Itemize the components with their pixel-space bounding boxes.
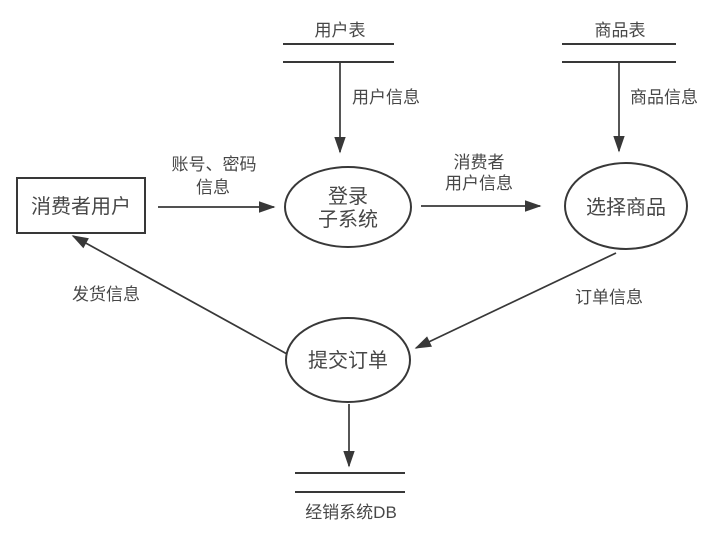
select-product-ellipse — [564, 162, 688, 250]
select-product-label: 选择商品 — [586, 196, 666, 219]
flow-user-info: 用户信息 — [340, 63, 420, 152]
flow-consumer-user-info: 消费者 用户信息 — [421, 153, 540, 206]
login-subsystem-label-line2: 子系统 — [318, 208, 378, 231]
flow-account-password-label-line1: 账号、密码 — [172, 155, 257, 174]
data-store-product-table: 商品表 — [562, 21, 676, 63]
process-submit-order: 提交订单 — [285, 317, 411, 403]
data-store-user-table: 用户表 — [283, 21, 394, 63]
user-table-label: 用户表 — [315, 21, 366, 40]
submit-order-label: 提交订单 — [308, 349, 388, 372]
login-subsystem-ellipse — [284, 166, 412, 248]
consumer-user-label: 消费者用户 — [31, 195, 131, 218]
flow-shipping-info-arrow — [73, 235, 288, 355]
flow-account-password: 账号、密码 信息 — [158, 155, 274, 207]
flow-shipping-info: 发货信息 — [72, 235, 288, 355]
flow-order-info: 订单信息 — [416, 252, 643, 349]
process-select-product: 选择商品 — [564, 162, 688, 250]
data-store-system-db: 经销系统DB — [295, 472, 405, 522]
external-entity-consumer-user: 消费者用户 — [16, 177, 146, 234]
system-db-label: 经销系统DB — [305, 503, 397, 522]
process-login-subsystem: 登录 子系统 — [284, 166, 412, 248]
flow-order-info-label: 订单信息 — [575, 288, 643, 307]
consumer-user-rect — [16, 177, 146, 234]
flow-product-info: 商品信息 — [619, 63, 698, 151]
login-subsystem-label-line1: 登录 — [328, 185, 368, 208]
flow-account-password-label-line2: 信息 — [196, 178, 230, 197]
flow-consumer-user-info-label-line1: 消费者 — [454, 153, 505, 172]
flow-order-info-arrow — [416, 252, 617, 349]
flow-user-info-label: 用户信息 — [352, 88, 420, 107]
flow-consumer-user-info-label-line2: 用户信息 — [445, 174, 513, 193]
flow-product-info-label: 商品信息 — [630, 88, 698, 107]
product-table-label: 商品表 — [595, 21, 646, 40]
submit-order-ellipse — [285, 317, 411, 403]
flow-shipping-info-label: 发货信息 — [72, 285, 140, 304]
